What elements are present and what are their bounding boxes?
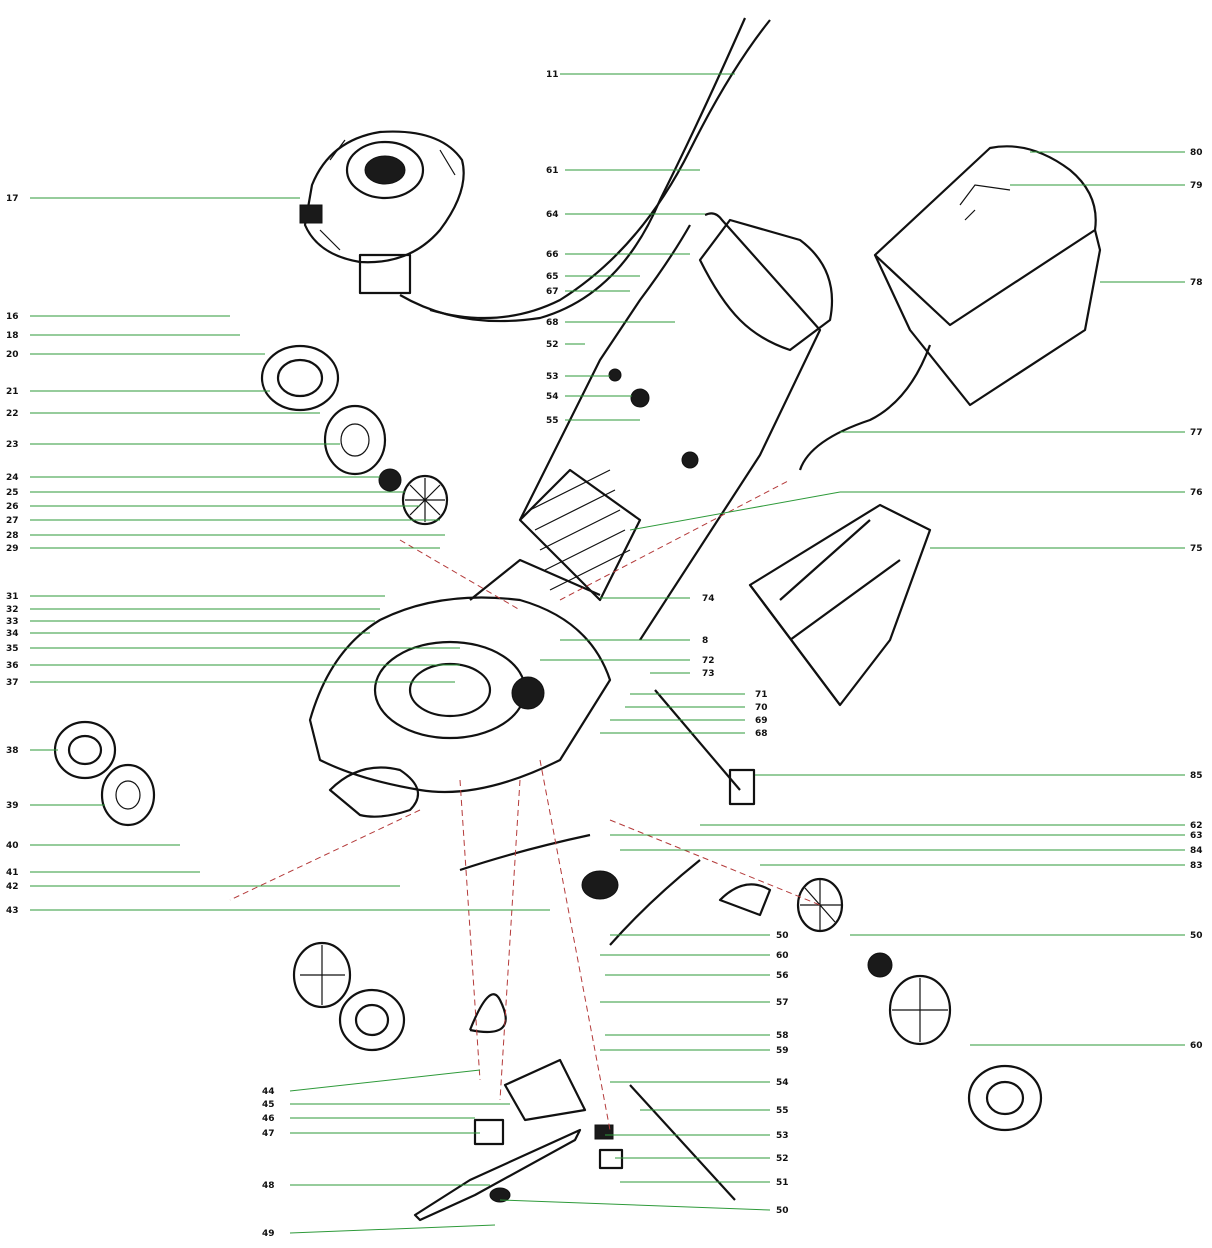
label-46: 46 <box>262 1114 275 1124</box>
label-33: 33 <box>6 617 19 627</box>
label-76: 76 <box>1190 488 1203 498</box>
label-54b: 54 <box>776 1078 789 1088</box>
label-55b: 55 <box>776 1106 789 1116</box>
label-74: 74 <box>702 594 715 604</box>
label-49: 49 <box>262 1229 275 1239</box>
label-17: 17 <box>6 194 19 204</box>
label-27: 27 <box>6 516 19 526</box>
label-67: 67 <box>546 287 559 297</box>
grass-bag-drawing <box>798 145 1102 471</box>
label-55: 55 <box>546 416 559 426</box>
label-50: 50 <box>776 931 789 941</box>
label-28: 28 <box>6 531 19 541</box>
label-56: 56 <box>776 971 789 981</box>
mower-deck-drawing <box>308 558 612 818</box>
label-40: 40 <box>6 841 19 851</box>
label-54: 54 <box>546 392 559 402</box>
labels-left: 17 16 18 20 21 22 23 24 25 26 27 28 29 3… <box>6 194 550 1239</box>
label-21: 21 <box>6 387 19 397</box>
label-18: 18 <box>6 331 19 341</box>
grass-chute-drawing <box>748 503 932 707</box>
label-52: 52 <box>546 340 559 350</box>
label-79: 79 <box>1190 181 1203 191</box>
label-53: 53 <box>546 372 559 382</box>
label-60: 60 <box>776 951 789 961</box>
label-48: 48 <box>262 1181 275 1191</box>
label-36: 36 <box>6 661 19 671</box>
label-72: 72 <box>702 656 715 666</box>
label-42: 42 <box>6 882 19 892</box>
label-69: 69 <box>755 716 768 726</box>
label-44: 44 <box>262 1087 275 1097</box>
label-38: 38 <box>6 746 19 756</box>
label-35: 35 <box>6 644 19 654</box>
label-39: 39 <box>6 801 19 811</box>
label-right-1045: 60 <box>1190 1041 1203 1051</box>
engine-drawing <box>299 130 465 295</box>
label-37: 37 <box>6 678 19 688</box>
label-8: 8 <box>702 636 708 646</box>
label-11: 11 <box>546 70 559 80</box>
label-20: 20 <box>6 350 19 360</box>
label-75: 75 <box>1190 544 1203 554</box>
wheel-set-bottom-right <box>796 877 1043 1132</box>
label-41: 41 <box>6 868 19 878</box>
label-68: 68 <box>546 318 559 328</box>
label-45: 45 <box>262 1100 275 1110</box>
labels-right: 80 79 78 77 76 75 74 8 72 73 71 70 69 68… <box>499 148 1203 1216</box>
label-32: 32 <box>6 605 19 615</box>
label-43: 43 <box>6 906 19 916</box>
label-31: 31 <box>6 592 19 602</box>
wheel-set-top-left <box>260 344 449 526</box>
label-70: 70 <box>755 703 768 713</box>
label-50b: 50 <box>776 1206 789 1216</box>
label-25: 25 <box>6 488 19 498</box>
throttle-cable-drawing <box>399 17 771 323</box>
label-83: 83 <box>1190 861 1203 871</box>
label-71: 71 <box>755 690 768 700</box>
label-29: 29 <box>6 544 19 554</box>
label-61: 61 <box>546 166 559 176</box>
label-51: 51 <box>776 1178 789 1188</box>
label-63: 63 <box>1190 831 1203 841</box>
label-26: 26 <box>6 502 19 512</box>
label-57: 57 <box>776 998 789 1008</box>
label-24: 24 <box>6 473 19 483</box>
label-59: 59 <box>776 1046 789 1056</box>
label-66: 66 <box>546 250 559 260</box>
labels-center: 11 61 64 66 65 67 68 52 53 54 55 <box>546 70 735 426</box>
label-16: 16 <box>6 312 19 322</box>
label-22: 22 <box>6 409 19 419</box>
label-68b: 68 <box>755 729 768 739</box>
label-73: 73 <box>702 669 715 679</box>
label-77: 77 <box>1190 428 1203 438</box>
label-right-935: 50 <box>1190 931 1203 941</box>
label-52b: 52 <box>776 1154 789 1164</box>
label-80: 80 <box>1190 148 1203 158</box>
label-62: 62 <box>1190 821 1203 831</box>
assembly-lines <box>229 479 821 1131</box>
label-53b: 53 <box>776 1131 789 1141</box>
label-84: 84 <box>1190 846 1203 856</box>
label-64: 64 <box>546 210 559 220</box>
label-85: 85 <box>1190 771 1203 781</box>
label-47: 47 <box>262 1129 275 1139</box>
label-65: 65 <box>546 272 559 282</box>
label-78: 78 <box>1190 278 1203 288</box>
label-58: 58 <box>776 1031 789 1041</box>
handle-drawing <box>518 212 834 641</box>
label-23: 23 <box>6 440 19 450</box>
label-34: 34 <box>6 629 19 639</box>
